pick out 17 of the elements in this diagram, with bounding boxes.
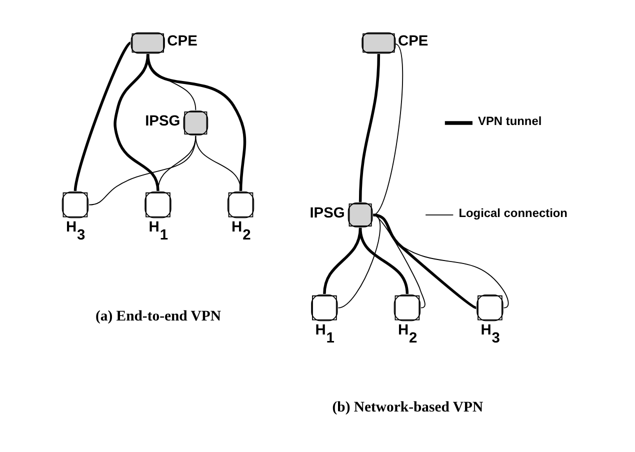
connector xyxy=(372,214,508,308)
legend-label: Logical connection xyxy=(458,206,567,220)
label: (a) End-to-end VPN xyxy=(94,308,220,325)
connector xyxy=(73,42,131,192)
connector xyxy=(358,228,408,294)
connector xyxy=(88,135,196,206)
node-label: IPSG xyxy=(309,206,344,222)
connector xyxy=(372,214,476,310)
connector xyxy=(358,54,380,202)
connector xyxy=(322,228,362,294)
node-label: CPE xyxy=(166,34,197,50)
node-label: IPSG xyxy=(144,114,180,130)
connector xyxy=(337,214,380,308)
node-label: CPE xyxy=(398,34,428,50)
label: (b) Network-based VPN xyxy=(332,400,483,416)
connector xyxy=(146,54,246,192)
legend-label: VPN tunnel xyxy=(478,114,542,128)
